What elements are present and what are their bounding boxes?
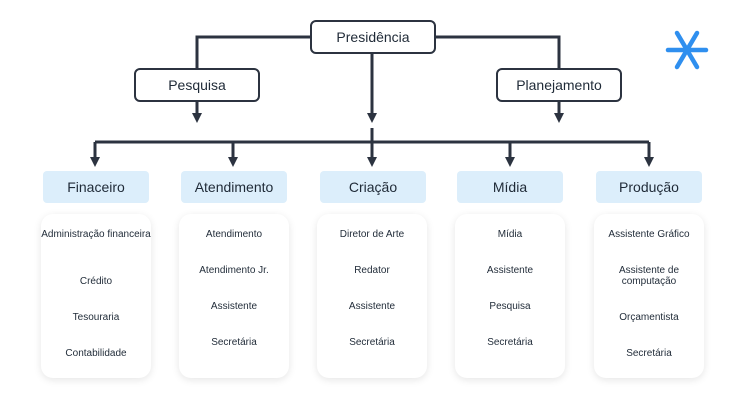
pesquisa-box: Pesquisa <box>134 68 260 102</box>
role-item: Atendimento Jr. <box>199 265 269 276</box>
planejamento-box: Planejamento <box>496 68 622 102</box>
role-item: Tesouraria <box>72 312 120 323</box>
role-item: Assistente <box>210 301 258 312</box>
role-item: Diretor de Arte <box>339 229 405 240</box>
department-card-criacao: Diretor de Arte Redator Assistente Secre… <box>317 214 427 378</box>
department-card-finaceiro: Administração financeira Crédito Tesoura… <box>41 214 151 378</box>
role-item: Assistente de computação <box>618 265 680 287</box>
line-to-pesquisa <box>195 35 311 68</box>
department-header-finaceiro: Finaceiro <box>43 171 149 203</box>
department-header-producao: Produção <box>596 171 702 203</box>
role-item: Secretária <box>349 337 395 348</box>
role-item: Secretária <box>487 337 533 348</box>
department-card-atendimento: Atendimento Atendimento Jr. Assistente S… <box>179 214 289 378</box>
role-item: Administração financeira <box>41 229 151 240</box>
asterisk-star-logo-icon <box>665 30 709 70</box>
role-item: Orçamentista <box>619 312 679 323</box>
pesquisa-label: Pesquisa <box>168 77 226 93</box>
department-header-atendimento: Atendimento <box>181 171 287 203</box>
department-title: Atendimento <box>194 179 274 195</box>
role-item: Mídia <box>497 229 523 240</box>
role-item: Contabilidade <box>65 348 127 359</box>
role-item: Secretária <box>211 337 257 348</box>
role-item: Assistente <box>348 301 396 312</box>
role-item: Crédito <box>79 276 113 287</box>
role-item: Secretária <box>626 348 672 359</box>
role-item: Atendimento <box>205 229 263 240</box>
department-header-criacao: Criação <box>320 171 426 203</box>
presidencia-box: Presidência <box>310 20 436 54</box>
department-title: Mídia <box>492 179 528 195</box>
planejamento-label: Planejamento <box>516 77 602 93</box>
department-title: Finaceiro <box>67 179 125 195</box>
presidencia-label: Presidência <box>336 29 410 45</box>
role-item: Pesquisa <box>489 301 531 312</box>
line-to-planejamento <box>434 35 561 68</box>
department-header-midia: Mídia <box>457 171 563 203</box>
department-title: Criação <box>348 179 398 195</box>
role-item: Assistente <box>486 265 534 276</box>
department-title: Produção <box>619 179 679 195</box>
role-item: Redator <box>354 265 390 276</box>
role-item: Assistente Gráfico <box>608 229 690 240</box>
department-card-producao: Assistente Gráfico Assistente de computa… <box>594 214 704 378</box>
department-card-midia: Mídia Assistente Pesquisa Secretária <box>455 214 565 378</box>
